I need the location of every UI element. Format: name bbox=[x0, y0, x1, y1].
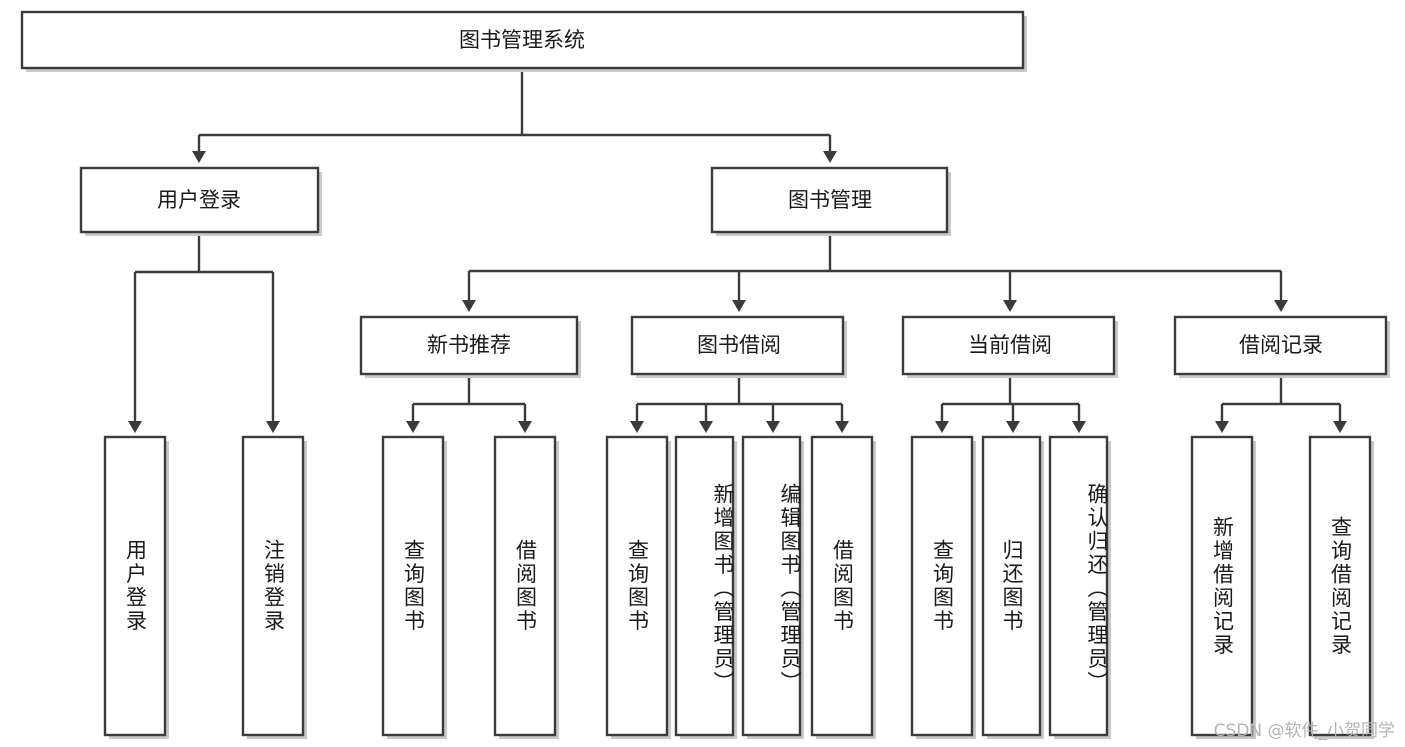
node-current-borrow[interactable]: 当前借阅 bbox=[901, 315, 1118, 378]
node-book-borrow[interactable]: 图书借阅 bbox=[630, 315, 847, 378]
leaf-query-book-3-box[interactable] bbox=[910, 435, 974, 737]
leaf-borrow-book-2-label: 借阅图书 bbox=[830, 539, 855, 633]
leaf-add-record-box[interactable] bbox=[1190, 435, 1254, 737]
leaf-borrow-book-1-box[interactable] bbox=[493, 435, 557, 737]
leaf-query-book-1-label: 查询图书 bbox=[401, 539, 426, 633]
leaf-query-book-1-box[interactable] bbox=[381, 435, 445, 737]
leaf-query-record-box[interactable] bbox=[1308, 435, 1372, 737]
node-borrow-record-label: 借阅记录 bbox=[1239, 333, 1323, 357]
node-new-book-rec-label: 新书推荐 bbox=[427, 333, 511, 357]
csdn-watermark: CSDN @软件_小贺同学 bbox=[1213, 721, 1395, 741]
node-book-manage-label: 图书管理 bbox=[788, 188, 872, 212]
node-user-login-box[interactable] bbox=[79, 166, 320, 234]
leaf-confirm-return-label: 确认归还（管理员） bbox=[1085, 483, 1109, 695]
node-new-book-rec-box[interactable] bbox=[359, 315, 579, 376]
node-book-borrow-box[interactable] bbox=[630, 315, 845, 376]
leaf-add-book-label: 新增图书（管理员） bbox=[711, 483, 735, 695]
leaf-edit-book-label: 编辑图书（管理员） bbox=[778, 483, 802, 695]
leaf-user-login-box[interactable] bbox=[103, 435, 167, 737]
leaf-edit-book-box[interactable] bbox=[741, 435, 802, 737]
leaf-user-logout-box[interactable] bbox=[241, 435, 305, 737]
leaf-borrow-book-1-label: 借阅图书 bbox=[513, 539, 538, 633]
node-root-box[interactable] bbox=[20, 10, 1025, 70]
leaf-query-record-label: 查询借阅记录 bbox=[1328, 515, 1353, 657]
leaf-query-book-2-label: 查询图书 bbox=[625, 539, 650, 633]
leaf-boxes bbox=[103, 435, 1374, 739]
leaf-user-logout-label: 注销登录 bbox=[261, 539, 286, 633]
node-book-manage[interactable]: 图书管理 bbox=[710, 166, 951, 236]
leaf-query-book-2-box[interactable] bbox=[605, 435, 669, 737]
node-book-borrow-label: 图书借阅 bbox=[697, 333, 781, 357]
connector-layer bbox=[128, 68, 1347, 433]
node-root[interactable]: 图书管理系统 bbox=[20, 10, 1027, 72]
node-current-borrow-box[interactable] bbox=[901, 315, 1116, 376]
leaf-add-record-label: 新增借阅记录 bbox=[1210, 515, 1235, 657]
node-user-login[interactable]: 用户登录 bbox=[79, 166, 322, 236]
leaf-return-book-label: 归还图书 bbox=[1000, 539, 1024, 633]
leaf-borrow-book-2-box[interactable] bbox=[810, 435, 874, 737]
node-root-label: 图书管理系统 bbox=[459, 28, 585, 52]
node-user-login-label: 用户登录 bbox=[157, 188, 241, 212]
leaf-add-book-box[interactable] bbox=[674, 435, 735, 737]
node-book-manage-box[interactable] bbox=[710, 166, 949, 234]
leaf-confirm-return-box[interactable] bbox=[1048, 435, 1109, 737]
leaf-query-book-3-label: 查询图书 bbox=[930, 539, 955, 633]
node-current-borrow-label: 当前借阅 bbox=[968, 333, 1052, 357]
leaf-return-book-box[interactable] bbox=[981, 435, 1042, 737]
leaf-user-login-label: 用户登录 bbox=[123, 539, 148, 633]
node-new-book-rec[interactable]: 新书推荐 bbox=[359, 315, 581, 378]
node-borrow-record[interactable]: 借阅记录 bbox=[1173, 315, 1390, 378]
node-borrow-record-box[interactable] bbox=[1173, 315, 1388, 376]
